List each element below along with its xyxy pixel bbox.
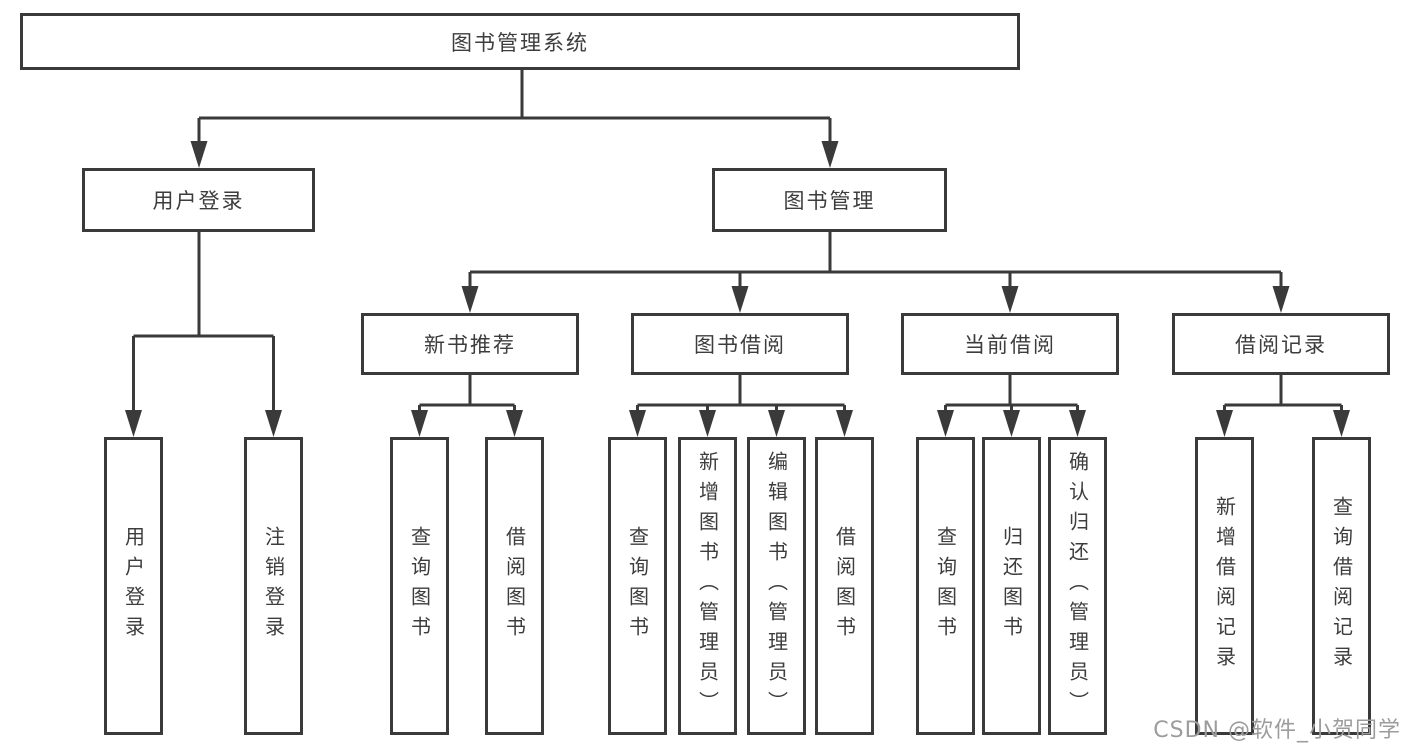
node-book-management: 图书管理 bbox=[712, 168, 947, 232]
leaf-edit-books-admin-label: 编辑图书（管理员） bbox=[764, 451, 789, 721]
leaf-user-login: 用户登录 bbox=[104, 437, 163, 735]
leaf-logout-label: 注销登录 bbox=[261, 526, 286, 646]
leaf-confirm-return-admin-label: 确认归还（管理员） bbox=[1065, 451, 1090, 721]
leaf-query-books-recommend-label: 查询图书 bbox=[407, 526, 432, 646]
leaf-add-books-admin-label: 新增图书（管理员） bbox=[695, 451, 720, 721]
node-borrow-records: 借阅记录 bbox=[1172, 313, 1390, 375]
node-user-login: 用户登录 bbox=[82, 168, 315, 232]
leaf-return-books-label: 归还图书 bbox=[999, 526, 1024, 646]
leaf-query-books-borrow: 查询图书 bbox=[608, 437, 667, 735]
leaf-logout: 注销登录 bbox=[244, 437, 303, 735]
node-user-login-label: 用户登录 bbox=[152, 189, 245, 213]
leaf-borrow-books-recommend: 借阅图书 bbox=[485, 437, 544, 735]
leaf-query-borrow-record-label: 查询借阅记录 bbox=[1329, 496, 1354, 676]
leaf-query-books-current-label: 查询图书 bbox=[933, 526, 958, 646]
node-book-borrow-label: 图书借阅 bbox=[694, 333, 786, 357]
node-new-book-recommend-label: 新书推荐 bbox=[424, 333, 516, 357]
leaf-borrow-books-label: 借阅图书 bbox=[832, 526, 857, 646]
leaf-borrow-books: 借阅图书 bbox=[815, 437, 874, 735]
leaf-add-books-admin: 新增图书（管理员） bbox=[678, 437, 737, 735]
leaf-user-login-label: 用户登录 bbox=[121, 526, 146, 646]
node-new-book-recommend: 新书推荐 bbox=[361, 313, 579, 375]
csdn-watermark: CSDN @软件_小贺同学 bbox=[1153, 718, 1401, 743]
node-root: 图书管理系统 bbox=[20, 13, 1020, 70]
leaf-query-borrow-record: 查询借阅记录 bbox=[1312, 437, 1371, 735]
node-book-management-label: 图书管理 bbox=[783, 189, 876, 213]
leaf-add-borrow-record: 新增借阅记录 bbox=[1195, 437, 1254, 735]
node-current-borrow-label: 当前借阅 bbox=[964, 333, 1056, 357]
leaf-confirm-return-admin: 确认归还（管理员） bbox=[1048, 437, 1107, 735]
node-root-label: 图书管理系统 bbox=[451, 30, 589, 55]
leaf-add-borrow-record-label: 新增借阅记录 bbox=[1212, 496, 1237, 676]
node-book-borrow: 图书借阅 bbox=[631, 313, 849, 375]
node-current-borrow: 当前借阅 bbox=[901, 313, 1119, 375]
leaf-query-books-recommend: 查询图书 bbox=[390, 437, 449, 735]
node-borrow-records-label: 借阅记录 bbox=[1235, 333, 1327, 357]
leaf-edit-books-admin: 编辑图书（管理员） bbox=[747, 437, 806, 735]
leaf-return-books: 归还图书 bbox=[982, 437, 1041, 735]
leaf-query-books-borrow-label: 查询图书 bbox=[625, 526, 650, 646]
leaf-borrow-books-recommend-label: 借阅图书 bbox=[502, 526, 527, 646]
leaf-query-books-current: 查询图书 bbox=[916, 437, 975, 735]
